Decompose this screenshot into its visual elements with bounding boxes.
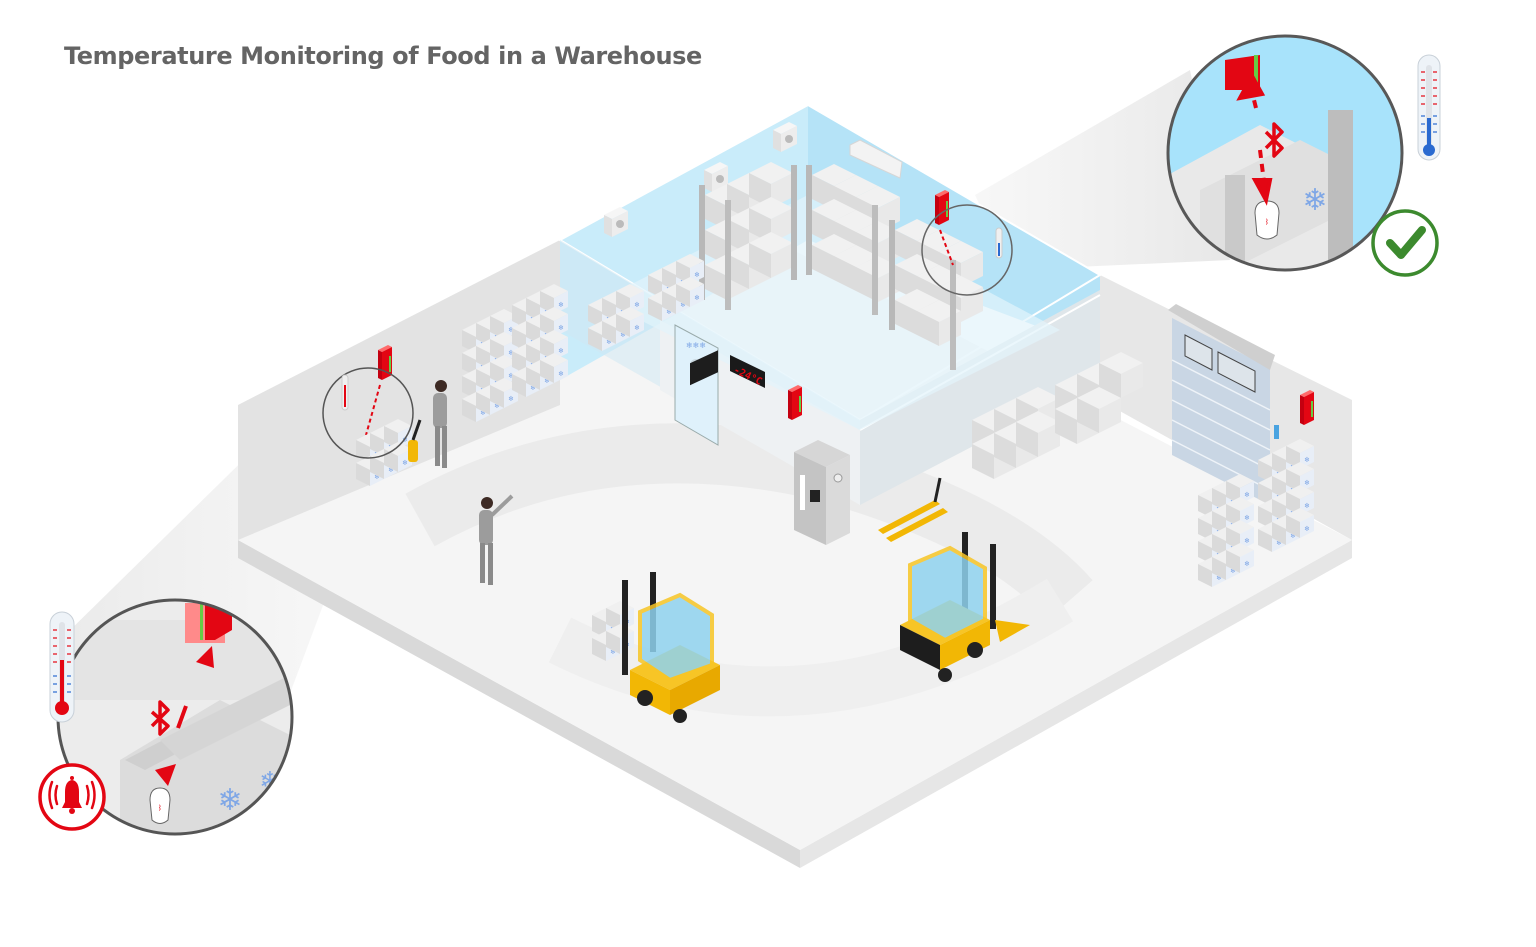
coffee-machine <box>794 440 850 545</box>
page-title: Temperature Monitoring of Food in a Ware… <box>64 42 702 70</box>
svg-text:ᛒ: ᛒ <box>158 804 162 812</box>
bluetooth-icon <box>1264 122 1284 158</box>
worker-1 <box>433 380 447 468</box>
svg-text:❄: ❄ <box>1302 183 1327 218</box>
signal-blocked-slash <box>176 705 188 729</box>
signal-arrows <box>155 646 214 786</box>
forklift-2 <box>900 532 1030 682</box>
pallet-jack-left <box>408 419 422 462</box>
svg-text:❄❄❄: ❄❄❄ <box>686 341 706 350</box>
zoom-beam-top-right <box>975 70 1230 270</box>
svg-text:ᛒ: ᛒ <box>1265 218 1269 226</box>
status-ok-badge <box>1371 209 1439 277</box>
cold-room-racks <box>699 162 983 370</box>
callout-ok: ❄ ᛒ <box>1166 34 1404 272</box>
thermometer-icon-hot <box>49 611 75 723</box>
gateway-cold-room-wall <box>788 385 802 420</box>
bell-alarm-icon <box>62 776 82 814</box>
roller-door <box>1168 304 1279 505</box>
pallet-jack-center <box>878 477 948 542</box>
sensor-detail-circle-cold-room <box>921 190 1013 296</box>
sensor-detail-circle-aisle <box>322 345 414 486</box>
check-icon <box>1386 226 1426 259</box>
thermometer-icon-cold <box>1417 54 1441 161</box>
status-alarm-badge <box>38 763 106 831</box>
worker-2 <box>479 494 514 585</box>
svg-text:❄: ❄ <box>217 783 242 818</box>
bluetooth-icon <box>150 700 170 736</box>
gateway-loading-wall <box>1300 390 1314 425</box>
signal-arrows <box>1236 71 1273 206</box>
forklift-1 <box>592 350 720 723</box>
